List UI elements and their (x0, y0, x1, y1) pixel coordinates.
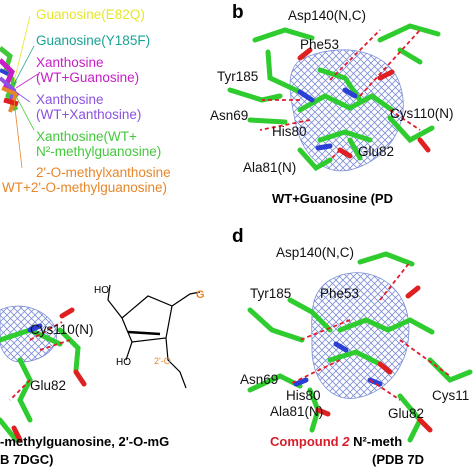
residue-his80-d: His80 (286, 388, 321, 403)
residue-tyr185: Tyr185 (217, 69, 259, 84)
structure-label-ho-top: HO (94, 285, 109, 296)
residue-tyr185-d: Tyr185 (250, 286, 292, 301)
panel-a-ligand-overlay (0, 15, 39, 169)
residue-asp140-d: Asp140(N,C) (276, 245, 355, 260)
panel-c-chemical-structure (107, 284, 201, 389)
residue-ala81-d: Ala81(N) (270, 404, 324, 419)
panel-b-label: b (232, 2, 244, 23)
legend-item-guanosine-y185f: Guanosine(Y185F) (36, 33, 151, 48)
structure-label-methoxy: 2'-O (154, 356, 171, 366)
residue-cys110: Cys110(N) (390, 106, 454, 121)
structure-label-ho-bottom: HO (116, 357, 131, 368)
compound-word: Compound (270, 434, 339, 449)
legend-item-xanthosine-wt-guanosine-1: Xanthosine (36, 55, 104, 70)
legend-item-xanthosine-wt-guanosine-2: (WT+Guanosine) (36, 70, 140, 85)
legend-item-xanthosine-n2-methyl-1: Xanthosine(WT+ (36, 129, 137, 144)
legend-item-xanthosine-wt-xanthosine-2: (WT+Xanthosine) (36, 107, 142, 122)
panel-c-structure (0, 305, 87, 443)
panel-b-structure (227, 23, 441, 172)
legend-item-xanthosine-n2-methyl-2: N²-methylguanosine) (36, 144, 162, 159)
panel-d-structure (247, 251, 473, 443)
residue-cys110-d: Cys11 (432, 388, 470, 403)
panel-b-caption: WT+Guanosine (PD (272, 191, 393, 206)
residue-asp140: Asp140(N,C) (288, 8, 367, 23)
residue-phe53: Phe53 (300, 37, 340, 52)
panel-d-caption-line1: Compound 2 N²-meth (270, 434, 402, 449)
panel-d-label: d (232, 226, 244, 247)
residue-ala81: Ala81(N) (243, 160, 297, 175)
legend-item-2o-methylxanthosine-1: 2'-O-methylxanthosine (36, 165, 171, 180)
residue-glu82-c: Glu82 (30, 378, 67, 393)
residue-glu82: Glu82 (358, 144, 395, 159)
structure-label-g: G (196, 289, 205, 301)
residue-cys110-c: Cys110(N) (30, 322, 94, 337)
residue-asn69-d: Asn69 (240, 372, 279, 387)
legend-item-guanosine-e82q: Guanosine(E82Q) (36, 7, 145, 22)
legend-item-xanthosine-wt-xanthosine-1: Xanthosine (36, 92, 104, 107)
panel-d-caption-line2: (PDB 7D (372, 452, 425, 467)
residue-his80: His80 (272, 124, 307, 139)
panel-c-caption-line1: -methylguanosine, 2'-O-mG (0, 434, 170, 449)
residue-phe53-d: Phe53 (320, 286, 360, 301)
residue-asn69: Asn69 (210, 108, 249, 123)
residue-glu82-d: Glu82 (388, 406, 425, 421)
compound-number: 2 (342, 434, 350, 449)
compound-name: N²-meth (349, 434, 403, 449)
legend-item-2o-methylxanthosine-2: WT+2'-O-methylguanosine) (2, 180, 168, 195)
panel-c-caption-line2: B 7DGC) (0, 452, 54, 467)
